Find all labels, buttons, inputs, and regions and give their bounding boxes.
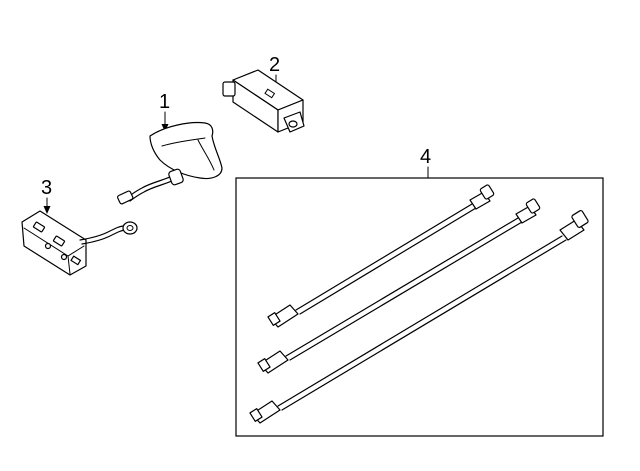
cable-c xyxy=(249,210,589,424)
bracket-body xyxy=(21,210,87,276)
bracket-corner xyxy=(67,255,71,275)
kit-box xyxy=(235,177,604,437)
bracket-hole-2 xyxy=(60,253,68,261)
part-2-module[interactable]: 2 xyxy=(222,54,305,133)
module-label xyxy=(264,88,276,99)
antenna-connector xyxy=(117,190,134,205)
cable-c-line-1 xyxy=(277,235,563,407)
bracket-clip-2 xyxy=(52,235,66,247)
cable-b-left-cap xyxy=(257,358,271,372)
module-left-tab xyxy=(222,81,236,97)
antenna-ridge xyxy=(161,137,206,147)
antenna-cable-2 xyxy=(129,177,179,202)
cable-b xyxy=(257,198,541,374)
cable-c-line-2 xyxy=(281,239,567,411)
antenna-edge xyxy=(197,139,215,171)
bracket-tab xyxy=(70,255,82,266)
cable-b-line-1 xyxy=(285,217,519,357)
lead-terminal-hole xyxy=(126,225,134,231)
antenna-grommet xyxy=(168,168,184,186)
bracket-lead-2 xyxy=(81,229,127,245)
arrow-head-3 xyxy=(43,206,51,214)
module-port xyxy=(288,120,298,128)
cable-a-line-2 xyxy=(299,207,477,315)
antenna-body xyxy=(149,121,223,180)
cable-b-line-2 xyxy=(289,221,523,361)
part-4-cable-set[interactable]: 4 xyxy=(235,146,604,437)
antenna-cable xyxy=(127,173,177,198)
part-3-bracket-module[interactable]: 3 xyxy=(21,177,138,276)
cable-c-right-connector xyxy=(571,210,589,228)
callout-3: 3 xyxy=(41,177,52,199)
cable-a-left-cap xyxy=(267,312,281,326)
part-1-antenna[interactable]: 1 xyxy=(117,91,223,205)
cable-a-line-1 xyxy=(295,203,473,311)
bracket-hole-1 xyxy=(44,242,52,250)
cable-c-left-cap xyxy=(249,408,263,422)
callout-4: 4 xyxy=(420,146,431,168)
callout-2: 2 xyxy=(269,54,280,76)
cable-a-right-connector xyxy=(479,184,495,200)
lead-terminal xyxy=(122,221,138,235)
bracket-lead xyxy=(79,225,125,241)
cable-a xyxy=(267,184,495,328)
bracket-clip-1 xyxy=(32,221,46,233)
callout-1: 1 xyxy=(159,91,170,113)
cable-b-right-connector xyxy=(525,198,541,214)
